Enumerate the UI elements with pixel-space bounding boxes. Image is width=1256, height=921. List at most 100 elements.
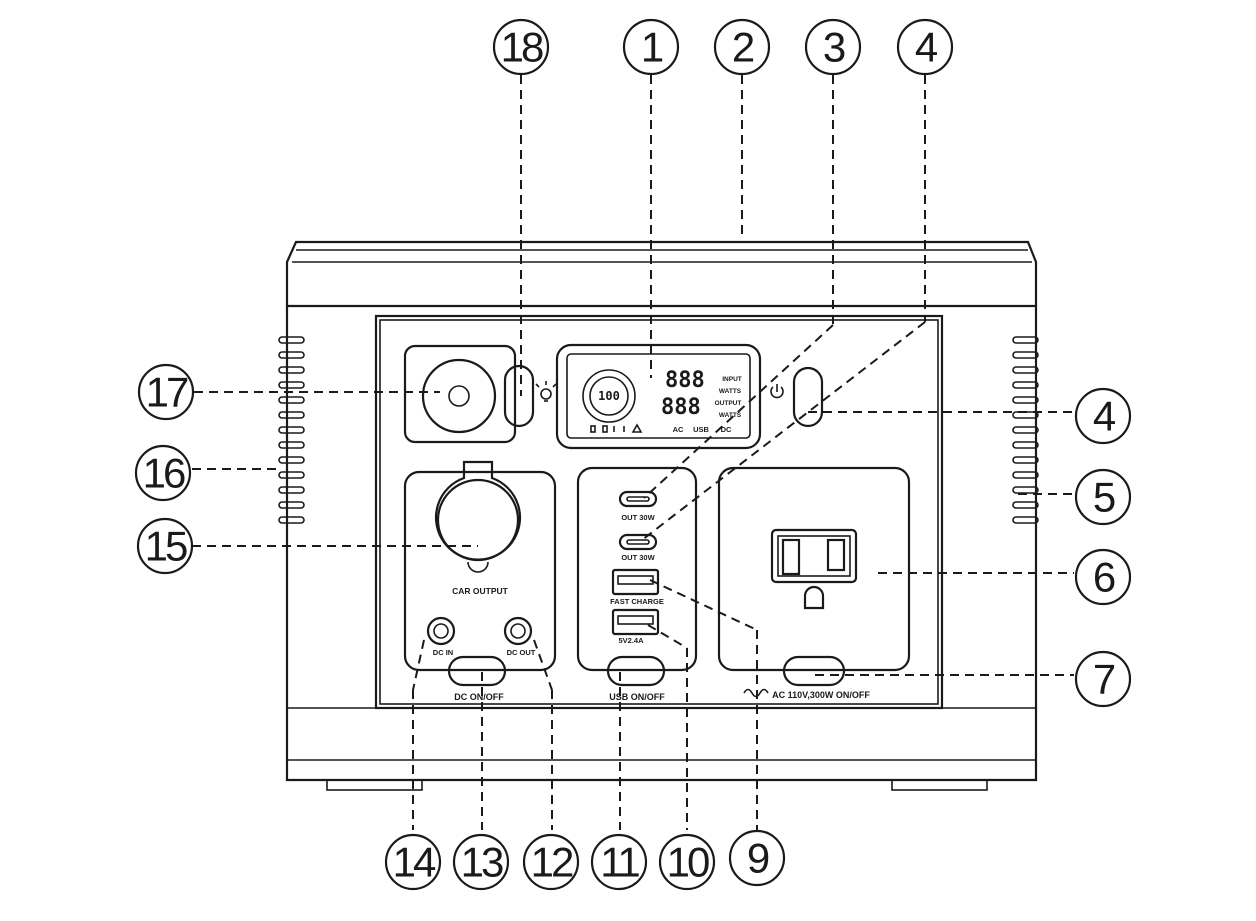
lcd-label-input: INPUT — [722, 376, 742, 383]
vent-slot — [278, 471, 305, 479]
vent-slot — [278, 441, 305, 449]
lcd-label-watts-bottom: WATTS — [719, 412, 742, 419]
callout-16: 16 — [134, 444, 192, 502]
car-output-label: CAR OUTPUT — [452, 586, 509, 596]
lcd-label-output: OUTPUT — [715, 400, 742, 407]
vent-slot — [278, 351, 305, 359]
lcd-digits-bottom: 888 — [661, 395, 701, 420]
ac-outlet[interactable] — [770, 528, 858, 610]
dc-out-label: DC OUT — [507, 648, 536, 657]
power-icon — [770, 384, 784, 399]
ac-panel: AC 110V,300W ON/OFF — [717, 466, 911, 700]
lcd-label-ac: AC — [673, 425, 684, 434]
callout-12: 12 — [522, 833, 580, 891]
dc-in-port[interactable] — [426, 616, 456, 646]
vent-slot — [278, 336, 305, 344]
svg-text:17: 17 — [146, 369, 188, 416]
svg-text:4: 4 — [915, 24, 938, 71]
lcd-digits-top: 888 — [665, 368, 705, 393]
vent-slot — [278, 486, 305, 494]
vent-slot — [1012, 366, 1039, 374]
power-button[interactable] — [792, 366, 824, 428]
svg-text:5: 5 — [1093, 474, 1115, 521]
svg-text:16: 16 — [143, 450, 185, 497]
vent-slot — [278, 381, 305, 389]
ac-switch-button[interactable] — [782, 655, 846, 687]
vent-slot — [278, 516, 305, 524]
lcd-label-watts-top: WATTS — [719, 388, 742, 395]
svg-text:6: 6 — [1093, 554, 1115, 601]
vent-slot — [1012, 471, 1039, 479]
svg-text:11: 11 — [600, 839, 639, 886]
vent-slot — [1012, 351, 1039, 359]
vent-slot — [278, 396, 305, 404]
vent-slot — [1012, 441, 1039, 449]
vent-slot — [1012, 381, 1039, 389]
lcd-label-dc: DC — [721, 425, 732, 434]
device-body — [278, 240, 1039, 791]
vent-slot — [1012, 456, 1039, 464]
svg-text:1: 1 — [641, 24, 663, 71]
vent-slot — [1012, 426, 1039, 434]
lcd-display: 100 888 888 INPUT WATTS OUTPUT WATTS AC … — [555, 343, 762, 450]
vent-slot — [1012, 396, 1039, 404]
lcd-label-usb: USB — [693, 425, 709, 434]
light-button[interactable] — [503, 364, 535, 428]
svg-text:3: 3 — [823, 24, 845, 71]
callout-18: 18 — [492, 18, 550, 76]
vent-slot — [1012, 336, 1039, 344]
usb-5v-label: 5V2.4A — [618, 636, 644, 645]
usb-5v-port[interactable] — [611, 608, 660, 636]
svg-text:18: 18 — [501, 24, 543, 71]
svg-text:14: 14 — [393, 839, 436, 886]
callout-13: 13 — [452, 833, 510, 891]
svg-text:2: 2 — [732, 24, 754, 71]
callout-2: 2 — [713, 18, 771, 76]
svg-text:15: 15 — [145, 523, 187, 570]
usb-switch-label: USB ON/OFF — [609, 692, 665, 702]
callout-11: 11 — [590, 833, 648, 891]
dc-out-port[interactable] — [503, 616, 533, 646]
callout-9: 9 — [728, 829, 786, 887]
vent-slot — [278, 366, 305, 374]
dc-in-label: DC IN — [433, 648, 453, 657]
usb-switch-button[interactable] — [606, 655, 666, 687]
callout-4-top: 4 — [896, 18, 954, 76]
callout-14: 14 — [384, 833, 442, 891]
svg-text:10: 10 — [667, 839, 709, 886]
typec-top-label: OUT 30W — [621, 513, 655, 522]
callout-4-right: 4 — [1074, 387, 1132, 445]
svg-text:12: 12 — [531, 839, 573, 886]
typec-bottom-label: OUT 30W — [621, 553, 655, 562]
vent-slot — [278, 501, 305, 509]
car-dc-panel: CAR OUTPUT DC IN DC OUT DC ON/OFF — [403, 460, 557, 702]
callout-5: 5 — [1074, 468, 1132, 526]
callouts: 18 1 2 3 4 4 5 6 7 9 10 11 12 13 14 15 1… — [134, 18, 1132, 891]
svg-text:4: 4 — [1093, 393, 1116, 440]
vent-slot — [278, 456, 305, 464]
leader-lines — [192, 75, 1075, 830]
usb-panel: OUT 30W OUT 30W FAST CHARGE 5V2.4A USB O… — [576, 466, 698, 702]
lcd-status-icons — [590, 423, 643, 433]
callout-1: 1 — [622, 18, 680, 76]
callout-7: 7 — [1074, 650, 1132, 708]
fast-charge-label: FAST CHARGE — [610, 597, 664, 606]
car-socket-cover — [434, 460, 522, 561]
ac-switch-label: AC 110V,300W ON/OFF — [772, 690, 870, 700]
svg-text:13: 13 — [461, 839, 503, 886]
callout-15: 15 — [136, 517, 194, 575]
typec-port-top[interactable] — [618, 490, 658, 508]
battery-percent: 100 — [598, 389, 620, 403]
left-vent-slots — [278, 336, 305, 524]
callout-3: 3 — [804, 18, 862, 76]
callout-6: 6 — [1074, 548, 1132, 606]
usb-fast-charge-port[interactable] — [611, 568, 660, 596]
vent-slot — [1012, 486, 1039, 494]
callout-10: 10 — [658, 833, 716, 891]
dc-switch-label: DC ON/OFF — [454, 692, 504, 702]
right-vent-slots — [1012, 336, 1039, 524]
dc-switch-button[interactable] — [447, 655, 507, 687]
vent-slot — [1012, 516, 1039, 524]
typec-port-bottom[interactable] — [618, 533, 658, 551]
